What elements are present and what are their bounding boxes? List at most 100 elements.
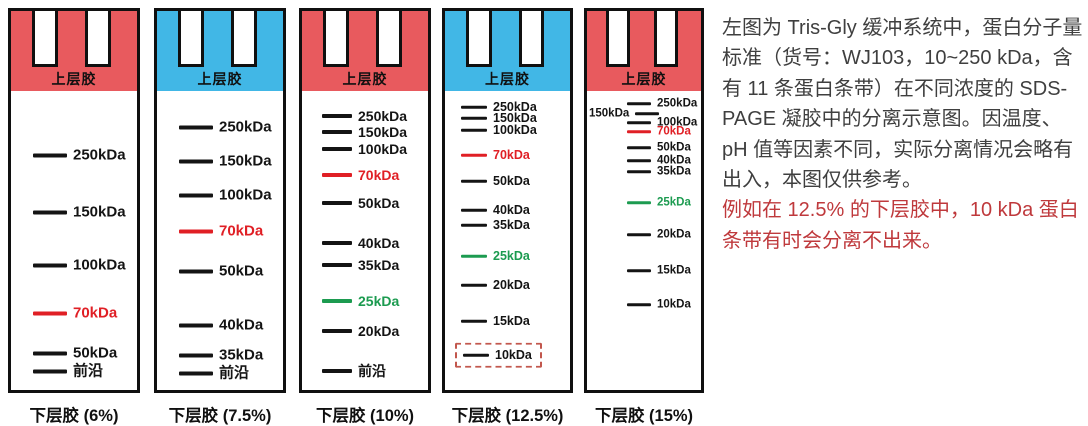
band-row: 前沿 [33,364,103,379]
band-row: 40kDa [627,155,691,167]
band-label: 25kDa [657,196,691,209]
band-line [627,130,651,134]
band-line [461,116,487,120]
band-label: 70kDa [219,222,264,240]
band-label: 50kDa [358,195,400,211]
band-line [635,112,660,116]
band-row: 25kDa [322,294,399,308]
band-line [322,130,352,134]
band-line [179,353,213,357]
band-line [461,179,487,183]
band-line [322,114,352,118]
band-row: 50kDa [179,264,263,279]
band-row: 150kDa [461,112,537,125]
stacking-gel: 上层胶 [11,11,137,91]
band-line [322,147,352,151]
band-line [627,146,651,150]
stacking-gel-label: 上层胶 [485,71,530,87]
band-line [179,269,213,273]
band-label: 100kDa [493,122,537,137]
comb-well [376,11,403,67]
band-label: 150kDa [73,203,126,221]
band-label: 40kDa [657,154,691,167]
stacking-gel-label: 上层胶 [197,71,243,87]
band-row: 35kDa [461,219,530,232]
band-line [322,201,352,205]
band-line [627,269,651,273]
band-label: 25kDa [358,293,400,309]
band-line [627,303,651,307]
band-row: 100kDa [627,117,697,129]
band-line [179,159,213,163]
band-label: 20kDa [358,323,400,339]
band-line [179,323,213,327]
comb-well [518,11,545,67]
band-row: 150kDa [322,125,407,139]
comb-well [85,11,112,67]
band-line [627,170,651,174]
band-label: 35kDa [493,217,530,232]
band-label: 100kDa [358,141,408,157]
band-line [179,229,213,233]
band-row: 10kDa [627,299,691,311]
band-row: 100kDa [322,142,407,156]
band-label: 20kDa [493,277,530,292]
band-label: 100kDa [73,256,126,274]
band-row: 70kDa [461,149,530,162]
band-row: 250kDa [322,109,407,123]
band-label: 20kDa [657,228,691,241]
band-label: 40kDa [493,202,530,217]
band-row: 35kDa [322,258,399,272]
band-label: 15kDa [657,264,691,277]
band-row: 100kDa [461,124,537,137]
gel-body: 上层胶 250kDa 150kDa 100kDa 70kDa 50kDa 前沿 [8,8,140,393]
band-row: 40kDa [461,204,530,217]
band-label: 10kDa [495,347,532,362]
band-row: 25kDa [461,250,530,263]
band-row: 15kDa [461,315,530,328]
band-row: 50kDa [627,142,691,154]
band-line [179,193,213,197]
band-row: 250kDa [461,101,537,114]
band-row: 20kDa [461,279,530,292]
band-line [322,263,352,267]
band-row: 10kDa [455,342,542,368]
band-label: 250kDa [657,97,698,110]
band-row: 前沿 [179,366,249,381]
band-label: 35kDa [657,165,691,178]
band-line [461,128,487,132]
band-line [322,329,352,333]
comb-well [606,11,630,67]
band-line [322,241,352,245]
band-line [179,371,213,375]
band-label: 250kDa [358,108,408,124]
band-line [33,153,67,157]
band-row: 35kDa [179,348,263,363]
band-label: 40kDa [358,235,400,251]
band-row: 35kDa [627,166,691,178]
band-line [627,233,651,237]
band-label: 150kDa [493,110,537,125]
band-row: 前沿 [322,364,386,378]
comb-well [323,11,350,67]
band-row: 20kDa [627,229,691,241]
comb-well [231,11,258,67]
band-row: 250kDa [179,120,272,135]
band-line [179,125,213,129]
band-row: 50kDa [33,346,117,361]
band-label: 70kDa [73,304,118,322]
resolving-gel-label: 下层胶 (15%) [594,407,694,425]
band-row: 70kDa [179,224,263,239]
stacking-gel: 上层胶 [445,11,570,91]
band-label: 150kDa [589,107,630,120]
note-warning: 例如在 12.5% 的下层胶中，10 kDa 蛋白条带有时会分离不出来。 [722,199,1079,252]
band-label: 250kDa [73,146,126,164]
band-label: 50kDa [73,344,118,362]
band-row: 100kDa [33,258,126,273]
band-row: 70kDa [322,168,399,182]
